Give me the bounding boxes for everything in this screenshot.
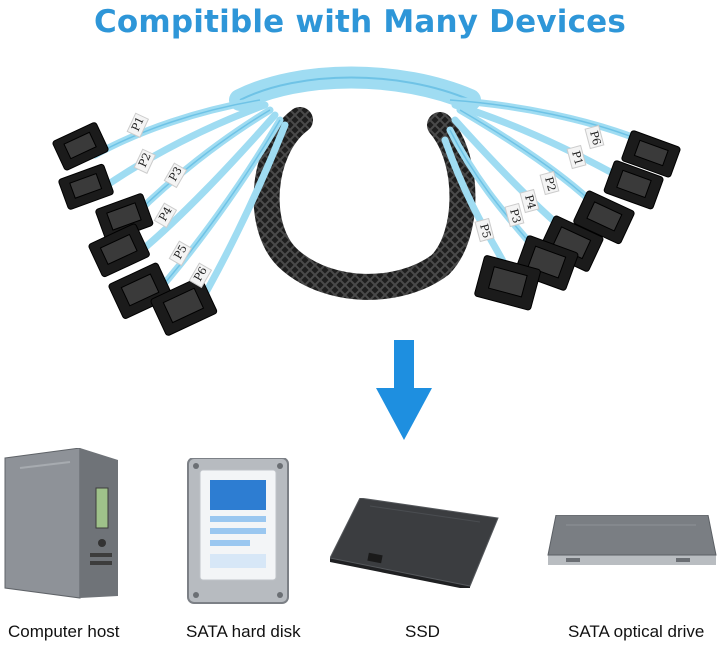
device-label-ssd: SSD [405, 622, 440, 641]
sata-cable-illustration: P1 P2 P3 P4 P5 P6 P6 P1 P2 P4 P3 P5 [52, 66, 681, 336]
port-label-left: P4 [156, 205, 174, 224]
port-label-left: P1 [129, 115, 147, 134]
down-arrow-icon [376, 340, 432, 440]
device-label-optical-drive: SATA optical drive [568, 622, 705, 641]
port-label-left: P3 [166, 165, 184, 184]
optical-drive-icon [547, 515, 717, 565]
port-label-left: P5 [171, 243, 189, 262]
page-title: Compitible with Many Devices [93, 4, 627, 40]
port-label-right: P4 [522, 193, 538, 210]
port-label-right: P1 [569, 149, 585, 166]
ssd-icon [330, 498, 499, 588]
port-label-right: P3 [507, 207, 523, 224]
port-label-left: P6 [191, 265, 209, 284]
device-label-hard-disk: SATA hard disk [186, 622, 301, 641]
port-label-left: P2 [136, 151, 154, 170]
computer-host-icon [4, 448, 118, 599]
port-label-right: P6 [587, 129, 603, 146]
port-label-right: P2 [542, 175, 558, 192]
device-label-computer-host: Computer host [8, 622, 120, 641]
port-label-right: P5 [477, 222, 493, 239]
hard-disk-icon [187, 458, 289, 604]
